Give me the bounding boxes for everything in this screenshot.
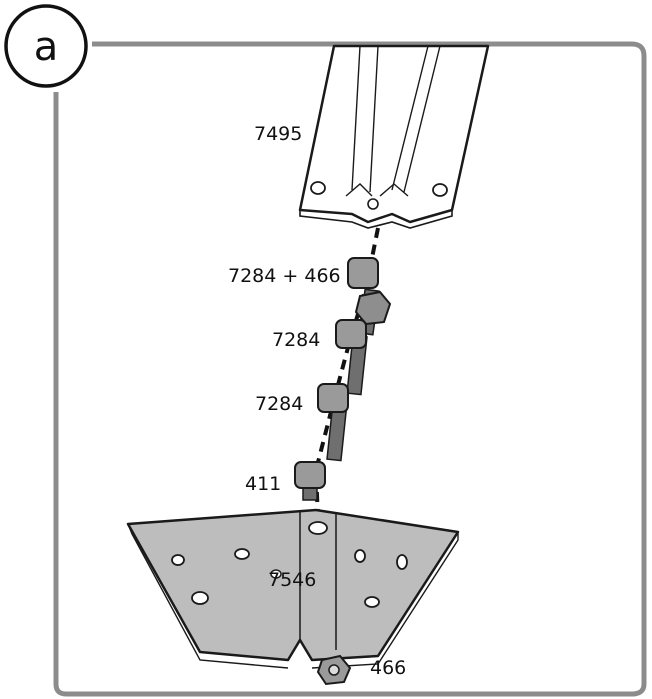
hex-nut: [316, 654, 352, 686]
label-bolt-3: 7284: [255, 393, 303, 415]
aluminium-profile: [298, 44, 490, 229]
label-plate: 7546: [268, 569, 316, 591]
step-letter: a: [34, 24, 59, 70]
step-badge: a: [4, 4, 88, 88]
connector-plate: [126, 508, 460, 669]
label-nut: 466: [370, 657, 406, 679]
step-frame: [53, 41, 647, 697]
label-bolt-nut: 7284 + 466: [228, 265, 341, 287]
label-short-bolt: 411: [245, 473, 281, 495]
short-bolt: [294, 461, 326, 501]
label-profile: 7495: [254, 123, 302, 145]
bolt: [317, 383, 349, 462]
label-bolt-2: 7284: [272, 329, 320, 351]
bolt: [335, 319, 368, 396]
